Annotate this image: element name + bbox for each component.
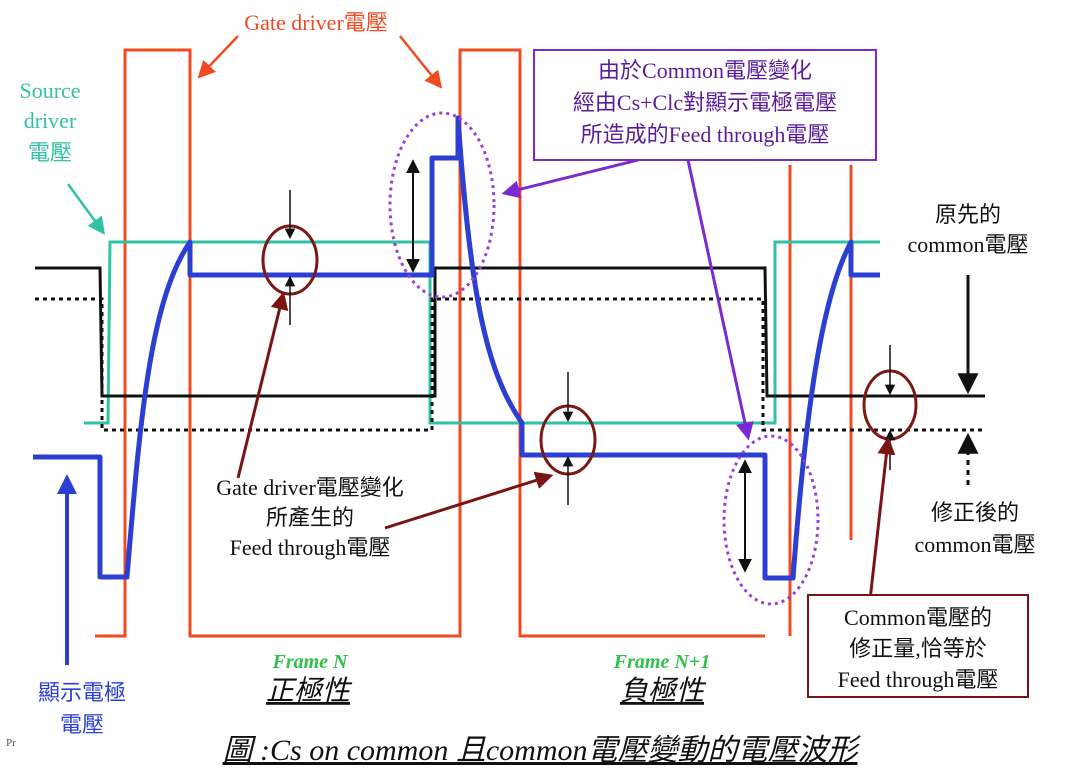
common-change-arrow-2: [686, 159, 754, 441]
source-driver-label-3: 電壓: [28, 140, 72, 165]
common-change-text-3: 所造成的Feed through電壓: [581, 122, 830, 147]
polarity-positive-label: 正極性: [266, 676, 353, 707]
original-common-line: [35, 266, 985, 398]
correction-text-1: Common電壓的: [844, 605, 992, 630]
pixel-electrode-waveform: [33, 115, 880, 581]
gate-change-arrow-1: [236, 291, 289, 479]
frame-n1-label: Frame N+1: [613, 651, 710, 673]
correction-text-2: 修正量,恰等於: [849, 636, 987, 661]
original-common-label-1: 原先的: [935, 202, 1001, 227]
gate-change-arrow-2: [384, 471, 554, 530]
source-driver-label-2: driver: [24, 108, 77, 133]
gate-change-text-1: Gate driver電壓變化: [216, 475, 404, 500]
common-change-ellipse-2: [722, 434, 820, 606]
original-common-label-2: common電壓: [908, 232, 1029, 257]
corrected-common-label-1: 修正後的: [931, 500, 1019, 525]
gate-change-text-2: 所產生的: [266, 505, 354, 530]
common-change-arrow-1: [501, 158, 639, 199]
gate-change-text-3: Feed through電壓: [230, 535, 391, 560]
common-change-box: [533, 49, 877, 161]
gate-label-arrow-right: [399, 35, 443, 89]
corner-mark: Pr: [6, 737, 16, 749]
corrected-common-label-2: common電壓: [915, 532, 1036, 557]
correction-box: [807, 594, 1029, 698]
source-label-arrow: [66, 183, 106, 235]
source-driver-label-1: Source: [19, 78, 80, 103]
corrected-common-line: [35, 297, 985, 432]
polarity-negative-label: 負極性: [620, 676, 707, 707]
common-change-text-1: 由於Common電壓變化: [598, 58, 812, 83]
common-change-ellipse-1: [388, 111, 496, 299]
pixel-electrode-label-1: 顯示電極: [38, 680, 126, 705]
common-change-text-2: 經由Cs+Clc對顯示電極電壓: [573, 90, 837, 115]
correction-arrow: [868, 436, 896, 601]
gate-driver-waveform: [95, 48, 765, 638]
source-driver-waveform: [84, 240, 880, 425]
gate-driver-label: Gate driver電壓: [244, 10, 388, 35]
caption: 圖 :Cs on common 且common電壓變動的電壓波形: [223, 734, 862, 767]
pixel-electrode-label-2: 電壓: [60, 712, 104, 737]
frame-n-label: Frame N: [272, 651, 350, 673]
gate-label-arrow-left: [197, 35, 239, 79]
correction-text-3: Feed through電壓: [838, 667, 999, 692]
